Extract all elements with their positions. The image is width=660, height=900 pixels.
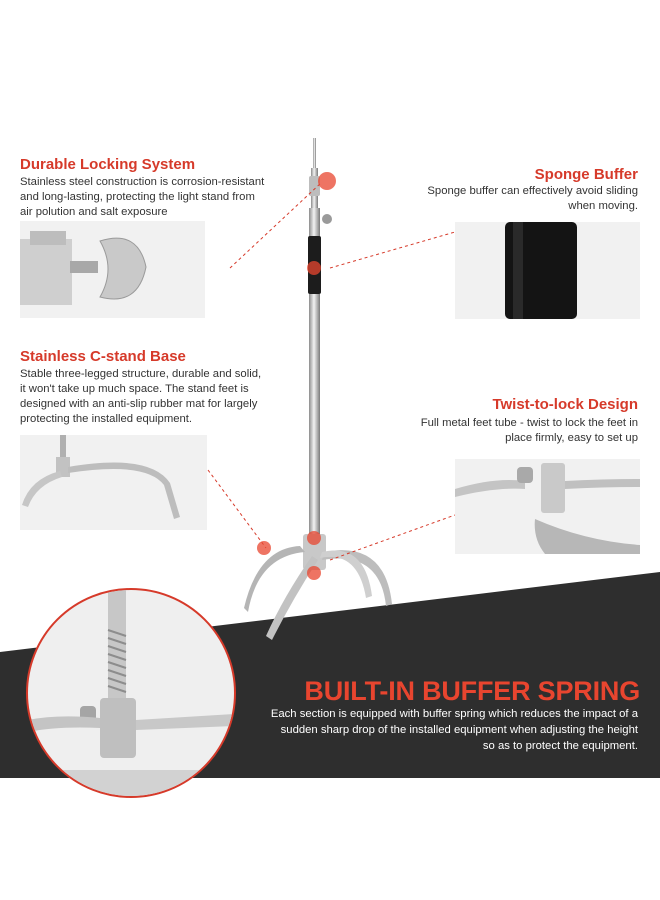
base-line: designed with an anti-slip rubber mat fo… xyxy=(20,398,258,410)
base-line: Stable three-legged structure, durable a… xyxy=(20,368,262,380)
base-line: it won't take up much space. The stand f… xyxy=(20,383,249,395)
sponge-title: Sponge Buffer xyxy=(534,166,638,183)
buffer-spring-title: BUILT-IN BUFFER SPRING xyxy=(304,676,640,706)
twist-lock-photo-icon xyxy=(455,459,640,554)
base-title: Stainless C-stand Base xyxy=(20,348,186,365)
base-line: protecting the installed equipment. xyxy=(20,413,193,425)
buffer-spring-line: so as to protect the equipment. xyxy=(482,740,638,752)
sponge-line: Sponge buffer can effectively avoid slid… xyxy=(427,185,638,197)
twist-line: place firmly, easy to set up xyxy=(505,432,638,444)
locking-line: Stainless steel construction is corrosio… xyxy=(20,176,265,188)
sponge-line: when moving. xyxy=(568,200,638,212)
buffer-spring-line: Each section is equipped with buffer spr… xyxy=(270,708,638,720)
twist-description: Full metal feet tube - twist to lock the… xyxy=(378,416,638,446)
twist-title: Twist-to-lock Design xyxy=(492,396,638,413)
sponge-photo-icon xyxy=(455,222,640,319)
spring-closeup-photo-icon xyxy=(26,588,236,798)
locking-line: and long-lasting, protecting the light s… xyxy=(20,191,255,203)
base-description: Stable three-legged structure, durable a… xyxy=(20,367,300,427)
base-leg-photo-icon xyxy=(20,435,207,530)
locking-line: air polution and salt exposure xyxy=(20,206,168,218)
locking-description: Stainless steel construction is corrosio… xyxy=(20,175,295,220)
twist-line: Full metal feet tube - twist to lock the… xyxy=(420,417,638,429)
sponge-description: Sponge buffer can effectively avoid slid… xyxy=(378,184,638,214)
knob-photo-icon xyxy=(20,221,205,318)
buffer-spring-description: Each section is equipped with buffer spr… xyxy=(238,706,638,754)
locking-title: Durable Locking System xyxy=(20,156,196,173)
buffer-spring-line: sudden sharp drop of the installed equip… xyxy=(280,724,638,736)
